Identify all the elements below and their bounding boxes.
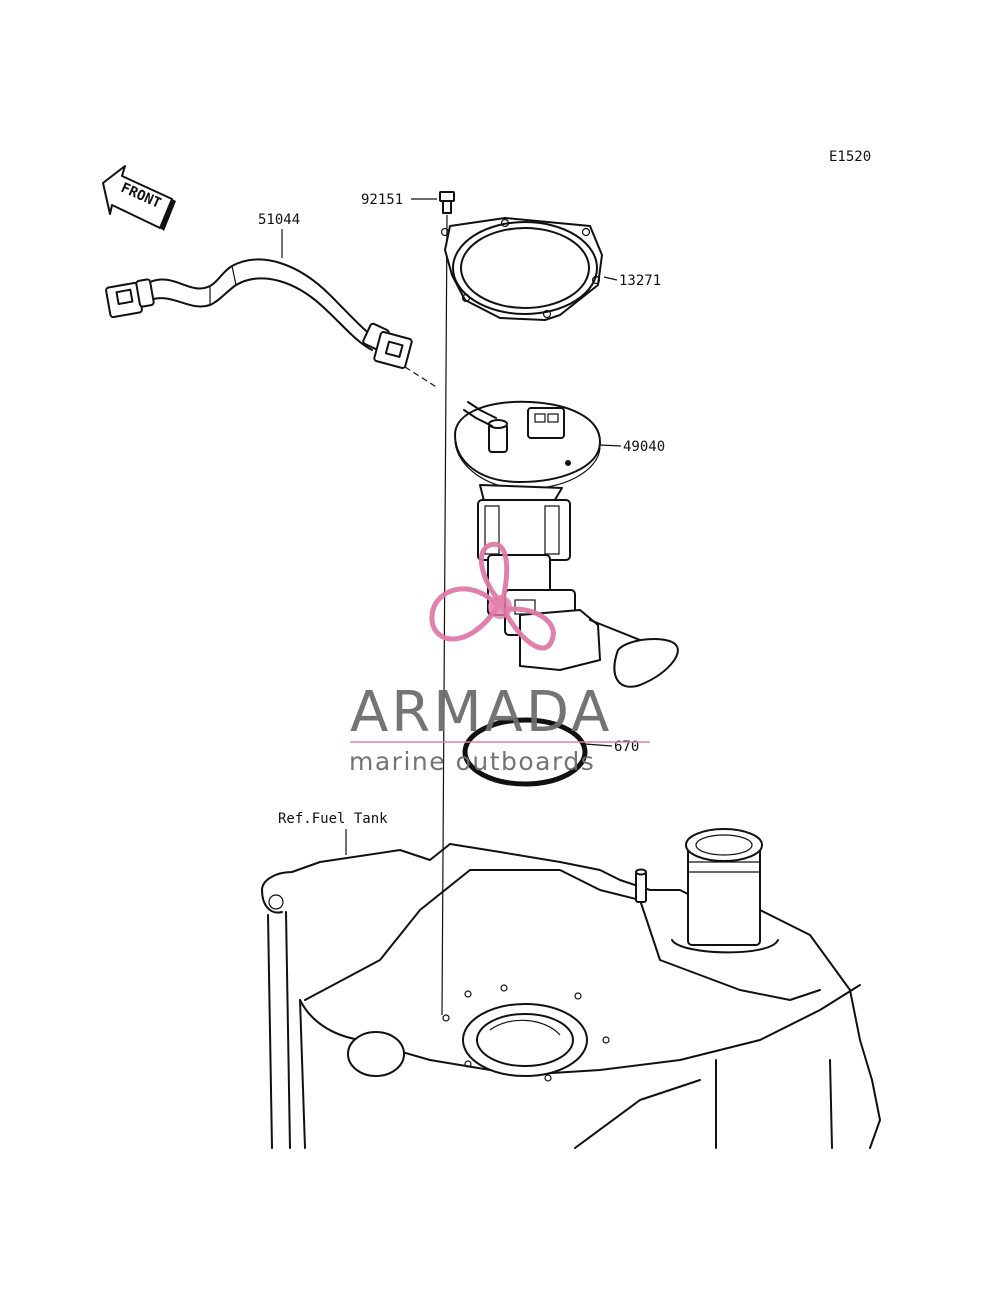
part-label-49040: 49040 — [623, 439, 665, 455]
o-ring-icon — [462, 717, 588, 787]
gasket-icon — [440, 217, 603, 321]
propeller-logo-icon — [429, 541, 556, 651]
part-label-13271: 13271 — [619, 273, 661, 289]
fuel-hose-icon — [105, 258, 413, 369]
watermark-tagline: marine outboards — [349, 747, 595, 776]
watermark-brand: ARMADA — [350, 680, 612, 745]
diagram-code: E1520 — [829, 149, 871, 165]
part-label-92151: 92151 — [361, 192, 403, 208]
watermark-logo: ARMADA marine outboards — [349, 541, 650, 776]
bolt-icon — [439, 191, 455, 214]
front-arrow-icon: FRONT — [102, 165, 176, 231]
part-label-51044: 51044 — [258, 212, 300, 228]
fuel-tank-icon — [261, 828, 881, 1149]
part-label-670: 670 — [614, 739, 639, 755]
reference-label: Ref.Fuel Tank — [278, 811, 388, 827]
